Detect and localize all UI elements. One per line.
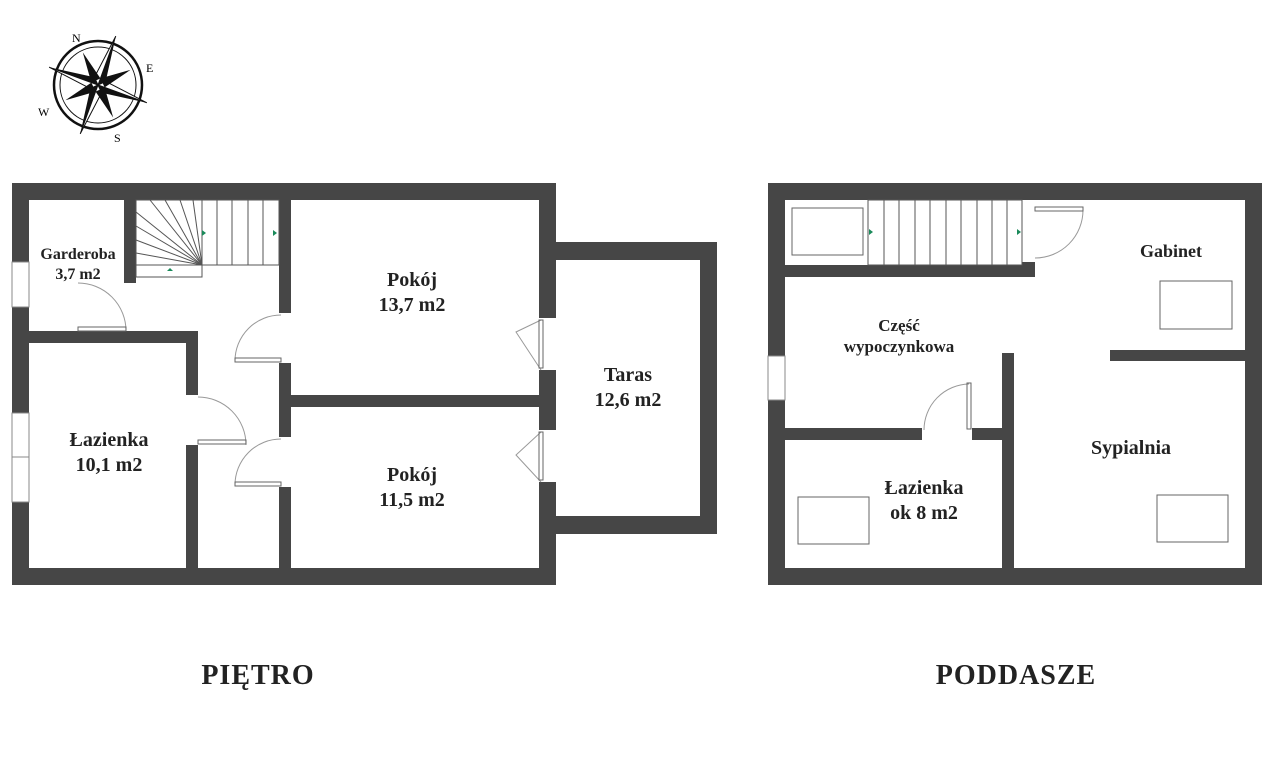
floor-title-pietro: PIĘTRO <box>201 660 315 691</box>
room-area: ok 8 m2 <box>890 502 958 524</box>
room-area: 12,6 m2 <box>594 389 662 411</box>
room-name: Część <box>878 316 920 335</box>
room-area: 11,5 m2 <box>379 489 445 511</box>
room-label-lazienka-poddasze: Łazienka ok 8 m2 <box>885 476 964 526</box>
stairs-pietro <box>135 199 280 278</box>
stair-arrow-icon <box>869 229 1021 235</box>
room-name: Garderoba <box>40 246 116 263</box>
door-opening <box>922 428 972 440</box>
compass-e: E <box>146 61 153 75</box>
room-label-pokoj-1: Pokój 13,7 m2 <box>379 268 446 318</box>
room-label-pokoj-2: Pokój 11,5 m2 <box>379 463 445 513</box>
compass-w: W <box>38 105 50 119</box>
window <box>767 355 786 401</box>
stairs-poddasze <box>867 199 1023 266</box>
door-opening <box>279 313 291 363</box>
room-area: 3,7 m2 <box>55 266 101 283</box>
compass-s: S <box>114 131 121 145</box>
room-area: 13,7 m2 <box>378 294 446 316</box>
door-swings <box>77 282 544 487</box>
room-area: 10,1 m2 <box>75 454 143 476</box>
door-opening <box>279 437 291 487</box>
room-name: Łazienka <box>69 429 149 451</box>
window <box>11 261 30 308</box>
door-opening <box>124 283 136 331</box>
room-label-garderoba: Garderoba 3,7 m2 <box>40 245 115 285</box>
compass-n: N <box>72 31 81 45</box>
compass-rose-icon <box>48 35 148 135</box>
door-opening <box>1022 200 1035 262</box>
room-name: Pokój <box>386 269 437 291</box>
room-name: Pokój <box>387 464 437 486</box>
skylight-windows <box>791 207 1233 545</box>
floor-title-poddasze: PODDASZE <box>935 660 1097 691</box>
room-label-taras: Taras 12,6 m2 <box>595 363 662 413</box>
room-label-lazienka: Łazienka 10,1 m2 <box>70 428 149 478</box>
door-swings <box>923 206 1084 431</box>
door-opening <box>539 430 556 482</box>
window <box>11 456 30 503</box>
room-name: Taras <box>603 364 653 386</box>
window <box>11 412 30 458</box>
room-label-sypialnia: Sypialnia <box>1090 437 1172 459</box>
room-name-2: wypoczynkowa <box>843 337 955 357</box>
room-label-czesc-wypoczynkowa: Część wypoczynkowa <box>844 315 955 358</box>
room-name: Łazienka <box>884 477 964 499</box>
stair-arrow-icon <box>167 230 277 271</box>
door-opening <box>539 318 556 370</box>
room-label-gabinet: Gabinet <box>1139 241 1203 261</box>
door-opening <box>186 395 198 445</box>
